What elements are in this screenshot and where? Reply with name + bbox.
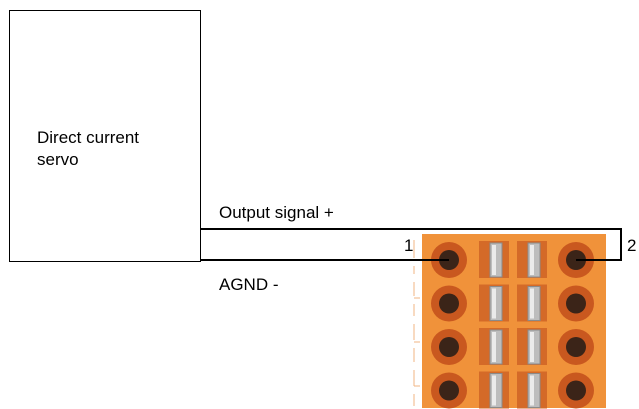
lever-highlight bbox=[530, 375, 534, 406]
lever-highlight bbox=[492, 288, 496, 319]
terminal-row-2 bbox=[431, 284, 594, 322]
screw-left-icon bbox=[439, 380, 459, 401]
terminal-block bbox=[413, 234, 606, 409]
lever-highlight bbox=[492, 245, 496, 275]
lever-highlight bbox=[530, 245, 534, 275]
screw-left-icon bbox=[439, 337, 459, 357]
servo-label-line2: servo bbox=[37, 150, 79, 169]
servo-label-line1: Direct current bbox=[37, 128, 139, 147]
screw-right-icon bbox=[566, 337, 586, 357]
terminal-row-3 bbox=[431, 328, 594, 365]
screw-right-icon bbox=[566, 380, 586, 401]
lever-highlight bbox=[530, 288, 534, 319]
lever-highlight bbox=[492, 375, 496, 406]
lever-highlight bbox=[530, 332, 534, 362]
output-signal-wire bbox=[201, 228, 622, 261]
lever-highlight bbox=[492, 332, 496, 362]
screw-right-icon bbox=[566, 293, 586, 314]
screw-left-icon bbox=[439, 293, 459, 314]
terminal-block-edge-marks bbox=[413, 240, 420, 406]
servo-box bbox=[9, 10, 201, 262]
pin-2-label: 2 bbox=[627, 236, 636, 255]
terminal-row-4 bbox=[431, 371, 594, 409]
pin-1-label: 1 bbox=[404, 236, 413, 255]
agnd-label: AGND - bbox=[219, 275, 279, 294]
output-signal-label: Output signal + bbox=[219, 203, 334, 222]
wires bbox=[201, 228, 622, 261]
